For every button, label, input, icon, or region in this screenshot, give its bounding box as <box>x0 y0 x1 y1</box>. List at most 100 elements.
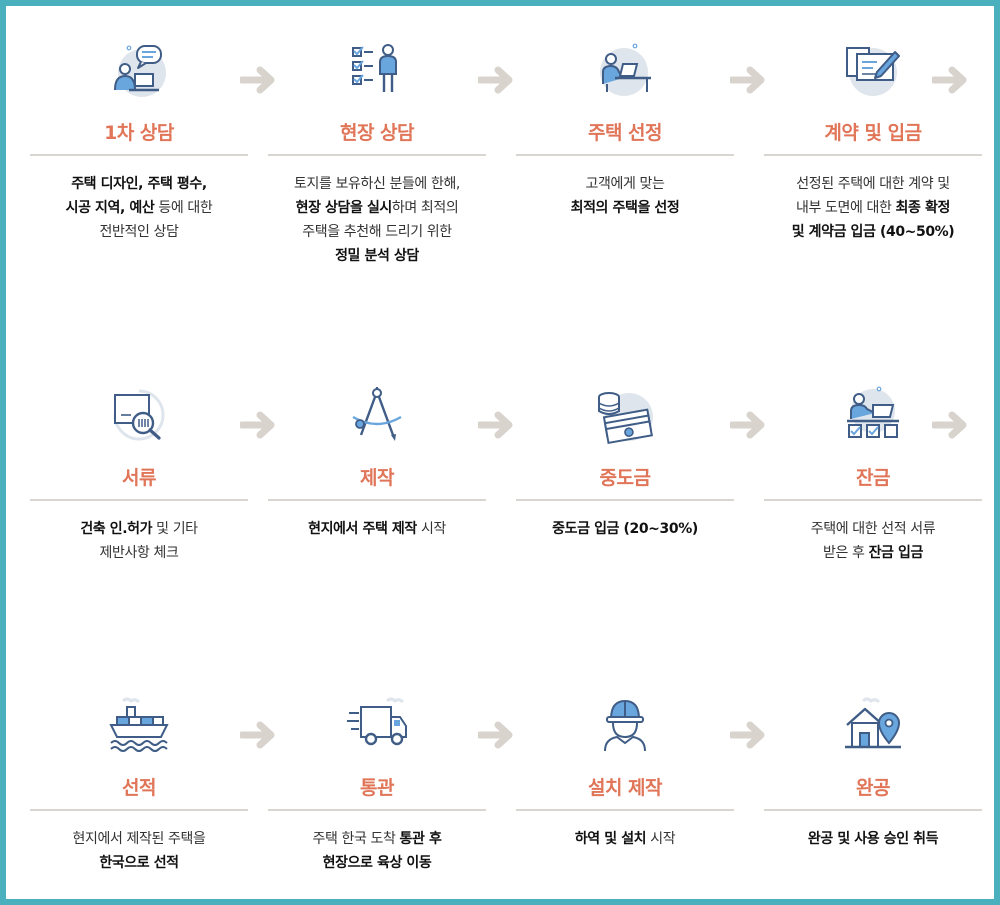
description-line: 전반적인 상담 <box>30 220 248 244</box>
compass-drafting-icon <box>347 385 407 445</box>
step-description: 하역 및 설치 시작 <box>516 827 734 851</box>
flow-arrow-icon <box>238 410 276 440</box>
description-line: 정밀 분석 상담 <box>268 244 486 268</box>
checklist-person-icon <box>347 40 407 100</box>
description-text: 주택을 추천해 드리기 위한 <box>302 224 452 240</box>
description-text: 전반적인 상담 <box>99 224 179 240</box>
description-bold-text: 정밀 분석 상담 <box>335 248 419 264</box>
description-line: 현지에서 주택 제작 시작 <box>268 517 486 541</box>
step-title: 주택 선정 <box>587 122 663 144</box>
document-search-icon <box>109 385 169 445</box>
step-description: 완공 및 사용 승인 취득 <box>764 827 982 851</box>
description-bold-text: 현지에서 주택 제작 <box>308 521 417 537</box>
step-divider <box>30 809 248 811</box>
flow-arrow-icon <box>728 65 766 95</box>
description-bold-text: 한국으로 선적 <box>99 855 179 871</box>
description-line: 건축 인.허가 및 기타 <box>30 517 248 541</box>
contract-sign-icon <box>843 40 903 100</box>
description-bold-text: 최종 확정 <box>895 200 951 216</box>
description-bold-text: 최적의 주택을 선정 <box>570 200 680 216</box>
step-divider <box>268 809 486 811</box>
step-title: 서류 <box>122 467 156 489</box>
description-text: 등에 대한 <box>154 200 213 216</box>
description-line: 선정된 주택에 대한 계약 및 <box>764 172 982 196</box>
flow-arrow-icon <box>476 65 514 95</box>
step-divider <box>764 499 982 501</box>
description-bold-text: 주택 디자인, 주택 평수, <box>71 176 207 192</box>
step-divider <box>516 809 734 811</box>
description-bold-text: 중도금 입금 (20~30%) <box>552 521 698 537</box>
description-line: 하역 및 설치 시작 <box>516 827 734 851</box>
flow-arrow-icon <box>728 720 766 750</box>
description-text: 시작 <box>646 831 676 847</box>
step-title: 제작 <box>360 467 394 489</box>
step-title: 중도금 <box>599 467 651 489</box>
description-line: 현장으로 육상 이동 <box>268 851 486 875</box>
step-divider <box>764 809 982 811</box>
description-line: 한국으로 선적 <box>30 851 248 875</box>
flow-arrow-icon <box>930 65 968 95</box>
description-line: 중도금 입금 (20~30%) <box>516 517 734 541</box>
description-text: 제반사항 체크 <box>99 545 179 561</box>
cargo-ship-icon <box>109 695 169 755</box>
step-title: 잔금 <box>856 467 890 489</box>
description-line: 토지를 보유하신 분들에 한해, <box>268 172 486 196</box>
description-line: 현장 상담을 실시하며 최적의 <box>268 196 486 220</box>
consultation-chat-icon <box>109 40 169 100</box>
description-line: 현지에서 제작된 주택을 <box>30 827 248 851</box>
laptop-desk-person-icon <box>595 40 655 100</box>
description-text: 내부 도면에 대한 <box>796 200 896 216</box>
description-line: 주택 디자인, 주택 평수, <box>30 172 248 196</box>
step-title: 통관 <box>360 777 394 799</box>
description-line: 주택을 추천해 드리기 위한 <box>268 220 486 244</box>
step-description: 중도금 입금 (20~30%) <box>516 517 734 541</box>
flow-arrow-icon <box>930 410 968 440</box>
description-text: 현지에서 제작된 주택을 <box>72 831 206 847</box>
description-text: 토지를 보유하신 분들에 한해, <box>294 176 460 192</box>
description-text: 고객에게 맞는 <box>585 176 665 192</box>
description-line: 고객에게 맞는 <box>516 172 734 196</box>
description-line: 받은 후 잔금 입금 <box>764 541 982 565</box>
delivery-truck-icon <box>347 695 407 755</box>
checklist-review-person-icon <box>843 385 903 445</box>
description-text: 및 기타 <box>152 521 198 537</box>
description-text: 주택 한국 도착 <box>312 831 400 847</box>
step-description: 현지에서 주택 제작 시작 <box>268 517 486 541</box>
step-title: 1차 상담 <box>104 122 174 144</box>
step-divider <box>268 499 486 501</box>
step-divider <box>268 154 486 156</box>
step-divider <box>516 499 734 501</box>
description-line: 제반사항 체크 <box>30 541 248 565</box>
description-line: 주택에 대한 선적 서류 <box>764 517 982 541</box>
description-text: 선정된 주택에 대한 계약 및 <box>796 176 950 192</box>
description-bold-text: 현장 상담을 실시 <box>295 200 393 216</box>
flow-arrow-icon <box>476 720 514 750</box>
description-bold-text: 통관 후 <box>399 831 442 847</box>
description-line: 주택 한국 도착 통관 후 <box>268 827 486 851</box>
description-text: 시작 <box>416 521 446 537</box>
description-text: 하며 최적의 <box>391 200 459 216</box>
description-bold-text: 건축 인.허가 <box>80 521 153 537</box>
step-divider <box>30 499 248 501</box>
house-location-icon <box>843 695 903 755</box>
flow-arrow-icon <box>238 65 276 95</box>
flow-arrow-icon <box>476 410 514 440</box>
description-bold-text: 시공 지역, 예산 <box>65 200 155 216</box>
step-title: 현장 상담 <box>339 122 415 144</box>
flow-arrow-icon <box>238 720 276 750</box>
step-divider <box>516 154 734 156</box>
description-bold-text: 현장으로 육상 이동 <box>322 855 432 871</box>
description-text: 주택에 대한 선적 서류 <box>810 521 936 537</box>
step-title: 완공 <box>856 777 890 799</box>
worker-hardhat-icon <box>595 695 655 755</box>
description-bold-text: 하역 및 설치 <box>574 831 647 847</box>
description-line: 및 계약금 입금 (40~50%) <box>764 220 982 244</box>
description-line: 시공 지역, 예산 등에 대한 <box>30 196 248 220</box>
